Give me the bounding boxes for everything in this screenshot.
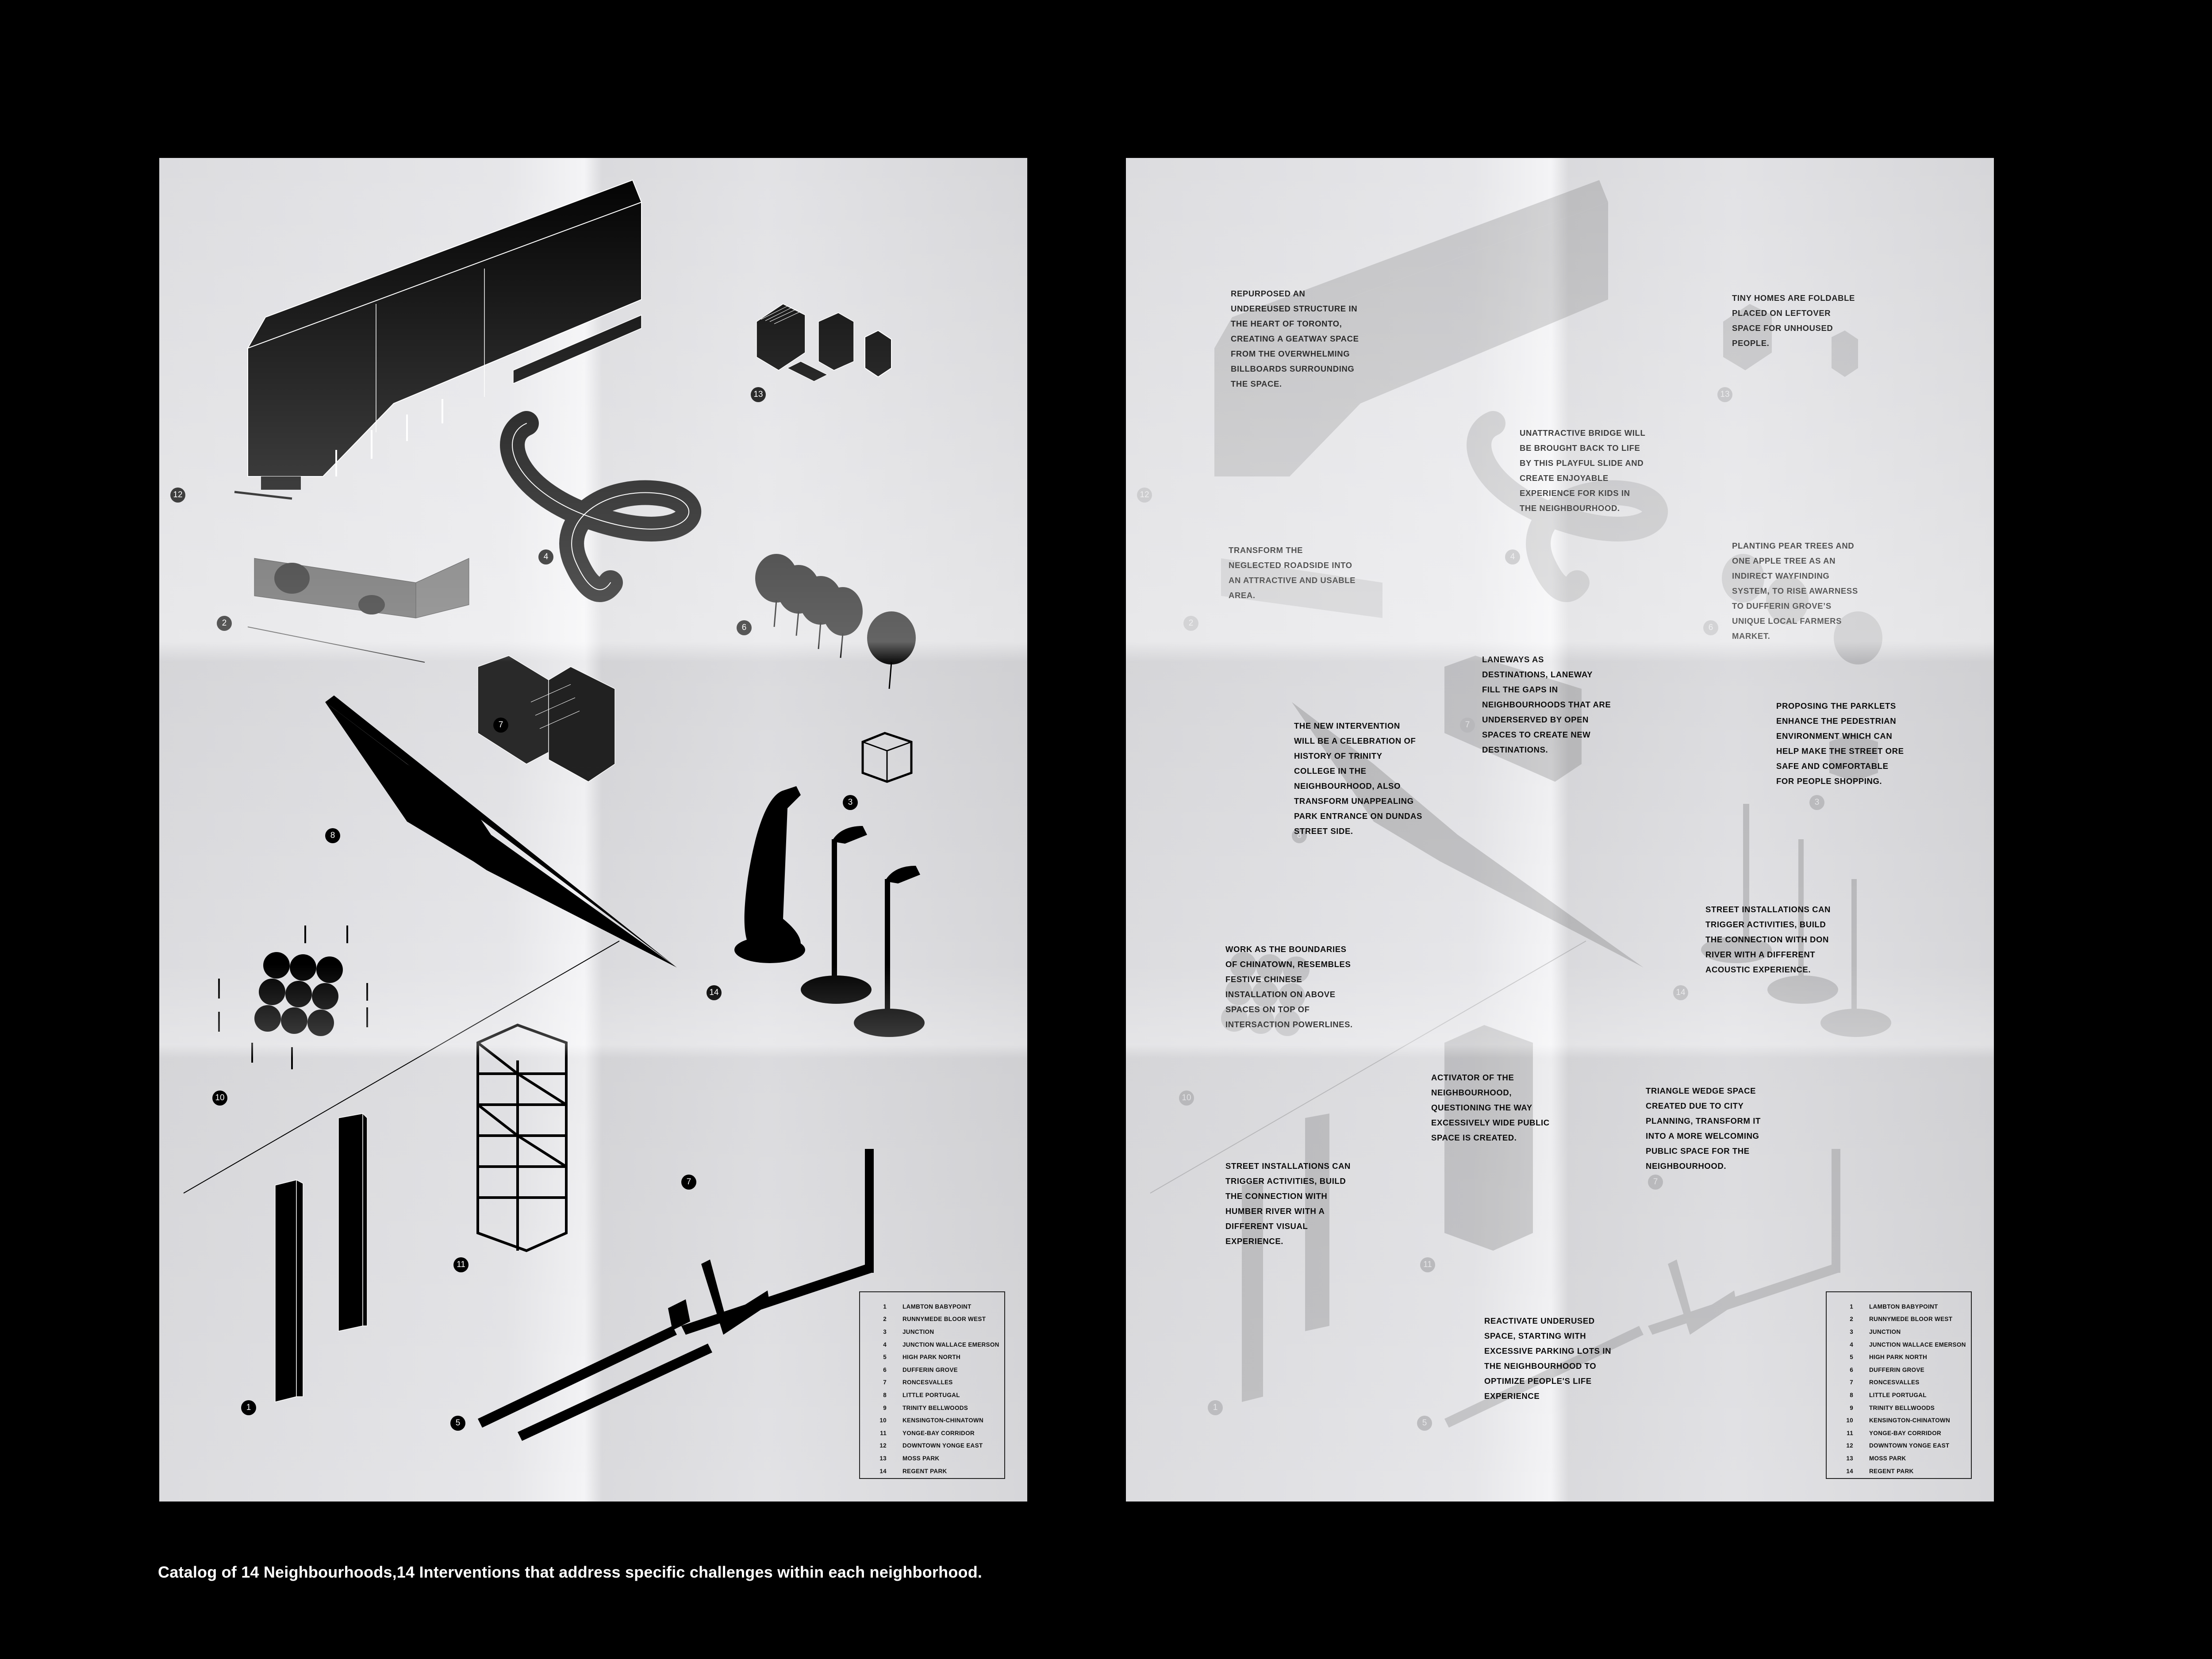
badge-12: 12	[1137, 488, 1152, 503]
badge-4: 4	[538, 549, 553, 565]
badge-8: 8	[325, 828, 340, 843]
badge-5: 5	[1417, 1416, 1432, 1431]
note-regent-park: STREET INSTALLATIONS CAN TRIGGER ACTIVIT…	[1705, 905, 1831, 974]
badge-4: 4	[1505, 549, 1520, 565]
parking-installation-5	[478, 1149, 874, 1441]
note-moss-park: TINY HOMES ARE FOLDABLE PLACED ON LEFTOV…	[1732, 293, 1855, 348]
slide-4	[500, 411, 701, 602]
scaffold-tower-11	[476, 1023, 568, 1252]
note-dufferin-grove: PLANTING PEAR TREES AND ONE APPLE TREE A…	[1732, 541, 1858, 641]
badge-1: 1	[241, 1400, 256, 1415]
badge-7b: 7	[681, 1175, 696, 1190]
wedge-sculpture-8	[183, 695, 677, 1194]
note-runnymede-bloor-west: TRANSFORM THE NEGLECTED ROADSIDE INTO AN…	[1229, 545, 1356, 600]
isometric-interventions-drawing	[183, 179, 925, 1441]
roadside-panel-2	[247, 558, 469, 663]
badge-7: 7	[1460, 718, 1475, 733]
badge-5: 5	[450, 1416, 465, 1431]
ghosted-interventions-drawing	[1150, 180, 1891, 1428]
lanterns-10	[218, 926, 368, 1069]
badge-13: 13	[751, 387, 766, 402]
badge-12: 12	[170, 488, 185, 503]
laneway-building-7	[477, 655, 615, 782]
note-kensington-chinatown: WORK AS THE BOUNDARIES OF CHINATOWN, RES…	[1225, 945, 1353, 1029]
trees-6	[755, 554, 916, 689]
note-yonge-bay-corridor: ACTIVATOR OF THE NEIGHBOURHOOD, QUESTION…	[1431, 1073, 1550, 1142]
badge-13: 13	[1717, 387, 1732, 402]
badge-10: 10	[1179, 1091, 1194, 1106]
badge-7: 7	[493, 718, 508, 733]
note-high-park-north: REACTIVATE UNDERUSED SPACE, STARTING WIT…	[1484, 1316, 1612, 1401]
note-roncesvalles-laneways: LANEWAYS AS DESTINATIONS, LANEWAY FILL T…	[1482, 655, 1611, 754]
badge-8: 8	[1292, 828, 1307, 843]
parklet-cube-3	[861, 732, 913, 783]
badge-6: 6	[737, 620, 752, 635]
billboard-structure-12	[234, 179, 642, 500]
badge-11: 11	[453, 1257, 469, 1272]
note-junction-wallace-emerson: UNATTRACTIVE BRIDGE WILL BE BROUGHT BACK…	[1520, 428, 1646, 513]
badge-11: 11	[1420, 1257, 1435, 1272]
badge-10: 10	[212, 1091, 227, 1106]
note-trinity-bellwoods: THE NEW INTERVENTION WILL BE A CELEBRATI…	[1294, 721, 1422, 836]
note-downtown-yonge-east: REPURPOSED AN UNDEREUSED STRUCTURE IN TH…	[1231, 289, 1359, 388]
badge-3: 3	[843, 795, 858, 810]
badge-14: 14	[1673, 985, 1688, 1000]
badge-14: 14	[707, 985, 722, 1000]
badge-3: 3	[1809, 795, 1824, 810]
badge-1: 1	[1208, 1400, 1223, 1415]
intervention-descriptions-poster: 12 13 4 2 6 7 8 3 14 10 11 7 1 5 REPURPO…	[1126, 158, 1994, 1502]
horn-installations-14	[734, 786, 925, 1037]
note-lambton-babypoint: STREET INSTALLATIONS CAN TRIGGER ACTIVIT…	[1225, 1161, 1351, 1246]
badge-2: 2	[217, 616, 232, 631]
tiny-homes-13	[756, 303, 892, 382]
columns-1	[275, 1113, 368, 1402]
badge-6: 6	[1703, 620, 1718, 635]
catalog-caption: Catalog of 14 Neighbourhoods,14 Interven…	[158, 1563, 983, 1581]
note-roncesvalles-wedge: TRIANGLE WEDGE SPACE CREATED DUE TO CITY…	[1646, 1086, 1761, 1171]
badge-7b: 7	[1648, 1175, 1663, 1190]
badge-2: 2	[1183, 616, 1198, 631]
note-junction-parklets: PROPOSING THE PARKLETS ENHANCE THE PEDES…	[1776, 701, 1904, 786]
